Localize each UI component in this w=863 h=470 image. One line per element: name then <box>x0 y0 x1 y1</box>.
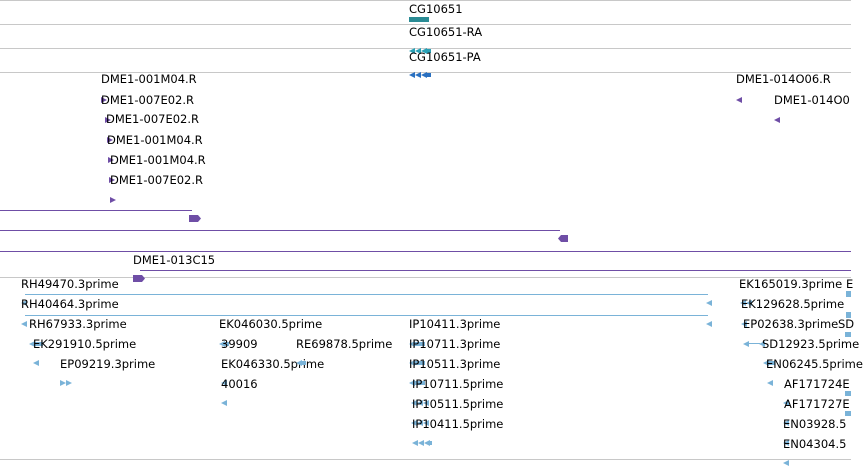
est-marker[interactable] <box>845 332 851 337</box>
protein-feature[interactable] <box>409 63 431 78</box>
bac-start <box>133 267 145 286</box>
clone-label[interactable]: DME1-014O06.R <box>736 72 831 86</box>
clone-marker[interactable] <box>107 128 113 147</box>
est-marker[interactable] <box>296 351 306 370</box>
est-marker[interactable] <box>846 291 851 297</box>
est-marker[interactable] <box>845 391 851 396</box>
clone-span[interactable] <box>0 210 192 211</box>
clone-label[interactable]: DME1-007E02.R <box>106 112 200 126</box>
est-label[interactable]: RH49470.3prime <box>21 277 119 291</box>
clone-label[interactable]: DME1-007E02.R <box>110 173 204 187</box>
clone-marker[interactable] <box>774 108 780 127</box>
est-label[interactable]: EN04304.5 <box>783 437 847 451</box>
est-marker[interactable] <box>783 451 791 470</box>
est-label[interactable]: EP09219.3prime <box>60 357 156 371</box>
est-label[interactable]: E <box>846 277 854 291</box>
est-marker[interactable] <box>411 391 429 410</box>
est-marker[interactable] <box>846 312 851 318</box>
est-marker[interactable] <box>409 332 425 351</box>
est-start <box>21 312 27 331</box>
est-marker[interactable] <box>221 371 229 390</box>
est-end <box>706 291 712 310</box>
est-marker[interactable] <box>412 431 432 450</box>
est-marker[interactable] <box>783 431 791 450</box>
clone-label[interactable]: DME1-001M04.R <box>107 133 203 147</box>
est-label[interactable]: EK046030.5prime <box>219 317 323 331</box>
est-marker[interactable] <box>219 332 229 351</box>
bac-label[interactable]: DME1-013C15 <box>133 253 216 267</box>
est-marker[interactable] <box>743 332 765 351</box>
est-label[interactable]: IP10711.5prime <box>412 377 504 391</box>
clone-span-end <box>189 207 201 226</box>
bac-span[interactable] <box>140 270 851 271</box>
clone-marker[interactable] <box>108 148 114 167</box>
transcript-label[interactable]: CG10651-RA <box>409 25 483 39</box>
est-label[interactable]: IP10411.5prime <box>412 417 504 431</box>
gene-label[interactable]: CG10651 <box>409 2 463 16</box>
est-marker[interactable] <box>60 371 72 390</box>
est-label[interactable]: AF171724E <box>784 377 850 391</box>
protein-label[interactable]: CG10651-PA <box>409 50 481 64</box>
est-label[interactable]: SD12923.5prime <box>762 337 860 351</box>
est-label[interactable]: EK129628.5prime <box>741 297 845 311</box>
est-label[interactable]: IP10711.3prime <box>409 337 501 351</box>
est-label[interactable]: RH40464.3prime <box>21 297 119 311</box>
transcript-feature[interactable] <box>409 39 431 54</box>
clone-marker[interactable] <box>101 88 107 107</box>
clone-marker[interactable] <box>736 88 742 107</box>
clone-label[interactable]: DME1-014O0 <box>774 93 850 107</box>
est-label[interactable]: EK165019.3prime <box>739 277 843 291</box>
est-label[interactable]: RH67933.3prime <box>29 317 127 331</box>
gene-feature[interactable] <box>409 17 429 22</box>
est-label[interactable]: EK046330.5prime <box>221 357 325 371</box>
est-marker[interactable] <box>409 371 425 390</box>
est-label[interactable]: IP10511.3prime <box>409 357 501 371</box>
est-marker[interactable] <box>783 411 791 430</box>
est-end <box>706 312 712 331</box>
track-divider <box>0 48 851 49</box>
est-label[interactable]: EN03928.5 <box>783 417 847 431</box>
est-marker[interactable] <box>783 391 791 410</box>
est-label[interactable]: EP02638.3prime <box>743 317 839 331</box>
est-marker[interactable] <box>409 351 425 370</box>
est-marker[interactable] <box>767 371 775 390</box>
est-label[interactable]: EK291910.5prime <box>33 337 137 351</box>
est-label[interactable]: EN06245.5prime <box>766 357 863 371</box>
est-start <box>21 291 27 310</box>
track-divider <box>0 277 851 278</box>
clone-marker[interactable] <box>110 188 116 207</box>
est-label[interactable]: SD <box>838 317 855 331</box>
est-label[interactable]: RE69878.5prime <box>296 337 393 351</box>
clone-marker[interactable] <box>105 108 111 127</box>
est-span[interactable] <box>25 294 708 295</box>
est-marker[interactable] <box>741 312 749 331</box>
clone-label[interactable]: DME1-007E02.R <box>101 93 195 107</box>
clone-span[interactable] <box>0 230 560 231</box>
est-marker[interactable] <box>221 391 229 410</box>
track-divider <box>0 0 851 1</box>
clone-marker[interactable] <box>109 168 115 187</box>
track-divider <box>0 72 851 73</box>
clone-label[interactable]: DME1-001M04.R <box>110 153 206 167</box>
est-marker[interactable] <box>29 332 43 351</box>
est-marker[interactable] <box>740 291 752 310</box>
clone-span-end <box>558 227 568 246</box>
est-label[interactable]: 39909 <box>221 337 258 351</box>
est-marker[interactable] <box>411 411 429 430</box>
track-divider <box>0 24 851 25</box>
clone-span[interactable] <box>0 251 851 252</box>
est-label[interactable]: IP10511.5prime <box>412 397 504 411</box>
clone-label[interactable]: DME1-001M04.R <box>101 72 197 86</box>
track-divider <box>0 459 851 460</box>
est-label[interactable]: IP10411.3prime <box>409 317 501 331</box>
est-marker[interactable] <box>763 351 775 370</box>
est-marker[interactable] <box>33 351 41 370</box>
est-marker[interactable] <box>845 411 851 416</box>
est-label[interactable]: 40016 <box>221 377 258 391</box>
est-label[interactable]: AF171727E <box>784 397 850 411</box>
est-span[interactable] <box>25 315 708 316</box>
